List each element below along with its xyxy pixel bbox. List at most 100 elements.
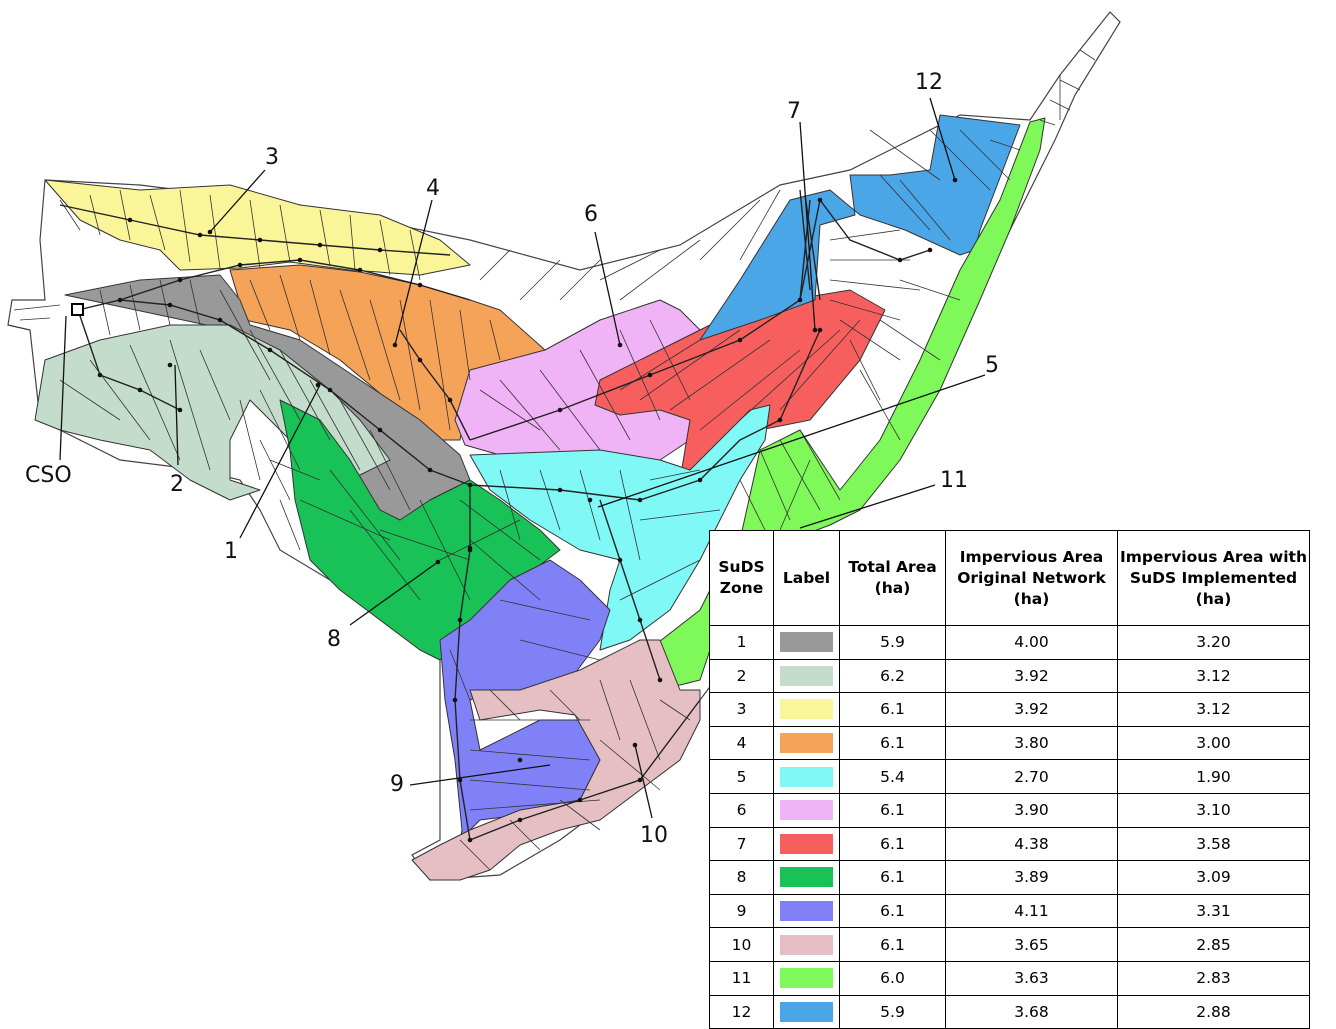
cell-label — [773, 860, 840, 895]
cell-impervious-suds: 3.09 — [1117, 860, 1310, 895]
cell-label — [773, 692, 840, 727]
zone-callout-3: 3 — [265, 145, 279, 170]
cell-impervious-original: 3.90 — [945, 792, 1118, 828]
zone-color-swatch — [780, 632, 833, 653]
cell-zone: 7 — [709, 826, 774, 862]
cell-label — [773, 994, 840, 1029]
cso-label: CSO — [25, 463, 72, 488]
cell-label — [773, 625, 840, 660]
cell-impervious-original: 4.38 — [945, 826, 1118, 862]
cell-impervious-suds: 3.20 — [1117, 625, 1310, 660]
cell-total-area: 6.1 — [839, 860, 946, 895]
cell-impervious-suds: 3.10 — [1117, 792, 1310, 828]
callout-leaders — [59, 97, 986, 819]
cell-impervious-original: 3.65 — [945, 927, 1118, 962]
zone-callout-9: 9 — [390, 772, 404, 797]
cell-zone: 9 — [709, 893, 774, 929]
zone-12-area — [699, 114, 1021, 341]
cell-zone: 1 — [709, 625, 774, 660]
cell-impervious-original: 3.80 — [945, 725, 1118, 761]
cell-zone: 10 — [709, 927, 774, 962]
zone-10-area — [411, 639, 701, 881]
zone-callout-11: 11 — [940, 468, 968, 493]
cell-zone: 8 — [709, 860, 774, 895]
header-total-area: Total Area (ha) — [839, 530, 946, 626]
zone-callout-5: 5 — [985, 353, 999, 378]
parcel-lines — [7, 49, 1096, 871]
cell-label — [773, 960, 840, 996]
cell-impervious-original: 3.68 — [945, 994, 1118, 1029]
cell-total-area: 6.0 — [839, 960, 946, 996]
cell-total-area: 6.1 — [839, 826, 946, 862]
cell-impervious-suds: 1.90 — [1117, 759, 1310, 794]
zone-callout-6: 6 — [584, 202, 598, 227]
header-impervious-original: Impervious Area Original Network (ha) — [945, 530, 1118, 626]
cell-impervious-suds: 2.88 — [1117, 994, 1310, 1029]
cell-label — [773, 792, 840, 828]
cell-label — [773, 927, 840, 962]
zone-callout-7: 7 — [787, 99, 801, 124]
zone-callout-10: 10 — [640, 823, 668, 848]
catchment-map: CSO 1 2 3 4 5 6 7 8 9 10 11 12 — [7, 11, 1121, 881]
cell-impervious-suds: 2.83 — [1117, 960, 1310, 996]
cell-total-area: 6.1 — [839, 725, 946, 761]
cell-impervious-original: 3.92 — [945, 692, 1118, 727]
zone-color-swatch — [780, 665, 833, 686]
zone-3-area — [44, 179, 471, 276]
zone-callout-8: 8 — [327, 627, 341, 652]
cell-impervious-original: 3.92 — [945, 658, 1118, 694]
cell-label — [773, 725, 840, 761]
zone-color-swatch — [780, 800, 833, 821]
cell-impervious-suds: 3.12 — [1117, 658, 1310, 694]
cell-impervious-original: 3.89 — [945, 860, 1118, 895]
cell-impervious-original: 2.70 — [945, 759, 1118, 794]
cell-zone: 4 — [709, 725, 774, 761]
zone-color-swatch — [780, 699, 833, 720]
cell-total-area: 5.4 — [839, 759, 946, 794]
cell-impervious-suds: 3.31 — [1117, 893, 1310, 929]
zone-color-swatch — [780, 968, 833, 989]
cell-impervious-suds: 3.00 — [1117, 725, 1310, 761]
header-suds-zone: SuDS Zone — [709, 530, 774, 626]
cell-impervious-suds: 3.12 — [1117, 692, 1310, 727]
cell-total-area: 5.9 — [839, 994, 946, 1029]
cell-zone: 3 — [709, 692, 774, 727]
zone-color-swatch — [780, 733, 833, 754]
suds-zone-table: SuDS Zone Label Total Area (ha) Impervio… — [709, 530, 1310, 1029]
header-impervious-suds: Impervious Area with SuDS Implemented (h… — [1117, 530, 1310, 626]
zone-callout-4: 4 — [426, 176, 440, 201]
cell-label — [773, 759, 840, 794]
zone-color-swatch — [780, 766, 833, 787]
manhole-nodes — [97, 177, 958, 843]
zone-color-swatch — [780, 833, 833, 854]
zone-callout-1: 1 — [224, 539, 238, 564]
header-label: Label — [773, 530, 840, 626]
zone-callout-12: 12 — [915, 70, 943, 95]
zone-callout-2: 2 — [170, 472, 184, 497]
cell-total-area: 5.9 — [839, 625, 946, 660]
zone-color-swatch — [780, 1001, 833, 1022]
cell-zone: 6 — [709, 792, 774, 828]
zone-color-swatch — [780, 867, 833, 888]
catchment-map-svg — [7, 11, 1121, 881]
cell-label — [773, 826, 840, 862]
cell-total-area: 6.1 — [839, 692, 946, 727]
cell-label — [773, 893, 840, 929]
cell-total-area: 6.1 — [839, 927, 946, 962]
zone-color-swatch — [780, 901, 833, 922]
zone-color-swatch — [780, 934, 833, 955]
cell-total-area: 6.1 — [839, 792, 946, 828]
cell-total-area: 6.2 — [839, 658, 946, 694]
